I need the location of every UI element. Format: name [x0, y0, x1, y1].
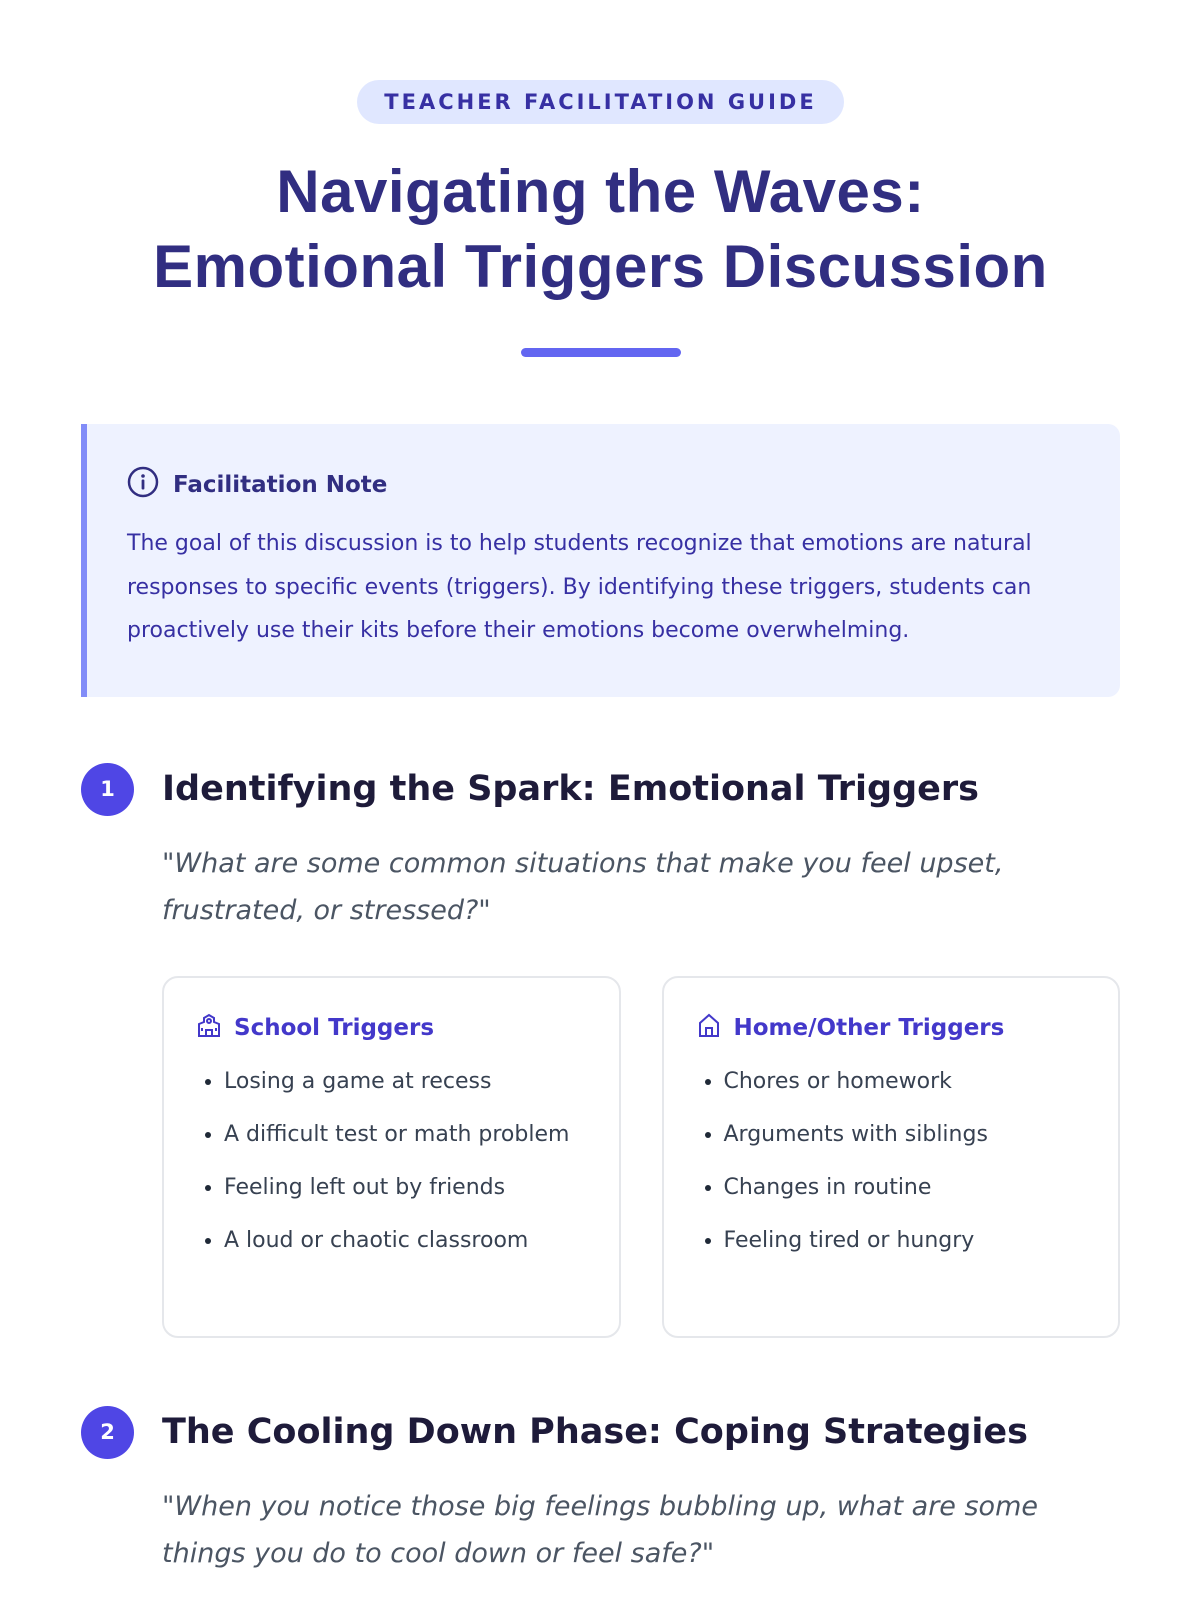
- list-item: Feeling left out by friends: [224, 1168, 587, 1208]
- section-title: Identifying the Spark: Emotional Trigger…: [162, 769, 979, 809]
- list-item: Feeling tired or hungry: [724, 1221, 1087, 1261]
- list-item: Arguments with siblings: [724, 1115, 1087, 1155]
- discussion-question: "When you notice those big feelings bubb…: [162, 1490, 1038, 1569]
- list-item: A loud or chaotic classroom: [224, 1221, 587, 1261]
- guide-badge: TEACHER FACILITATION GUIDE: [357, 80, 844, 124]
- title-divider: [520, 348, 681, 357]
- section-title: The Cooling Down Phase: Coping Strategie…: [162, 1412, 1028, 1452]
- note-heading: Facilitation Note: [173, 472, 388, 498]
- section-2: 2 The Cooling Down Phase: Coping Strateg…: [81, 1405, 1120, 1577]
- title-line-1: Navigating the Waves:: [276, 158, 925, 225]
- title-line-2: Emotional Triggers Discussion: [153, 233, 1048, 300]
- info-icon: [127, 466, 159, 504]
- list-item: Losing a game at recess: [224, 1062, 587, 1102]
- home-icon: [696, 1012, 722, 1044]
- list-item: A difficult test or math problem: [224, 1115, 587, 1155]
- list-item: Changes in routine: [724, 1168, 1087, 1208]
- facilitation-note: Facilitation Note The goal of this discu…: [81, 424, 1120, 697]
- discussion-question: "What are some common situations that ma…: [162, 847, 1004, 926]
- section-number: 1: [81, 762, 134, 816]
- section-number: 2: [81, 1405, 134, 1459]
- list-item: Chores or homework: [724, 1062, 1087, 1102]
- card-title: School Triggers: [234, 1014, 435, 1041]
- section-1: 1 Identifying the Spark: Emotional Trigg…: [81, 762, 1120, 1338]
- school-icon: [196, 1012, 222, 1044]
- school-triggers-card: School Triggers Losing a game at recess …: [162, 975, 621, 1338]
- note-body: The goal of this discussion is to help s…: [127, 531, 1032, 643]
- home-triggers-card: Home/Other Triggers Chores or homework A…: [661, 975, 1120, 1338]
- card-title: Home/Other Triggers: [733, 1014, 1005, 1041]
- page-title: Navigating the Waves: Emotional Triggers …: [81, 154, 1120, 304]
